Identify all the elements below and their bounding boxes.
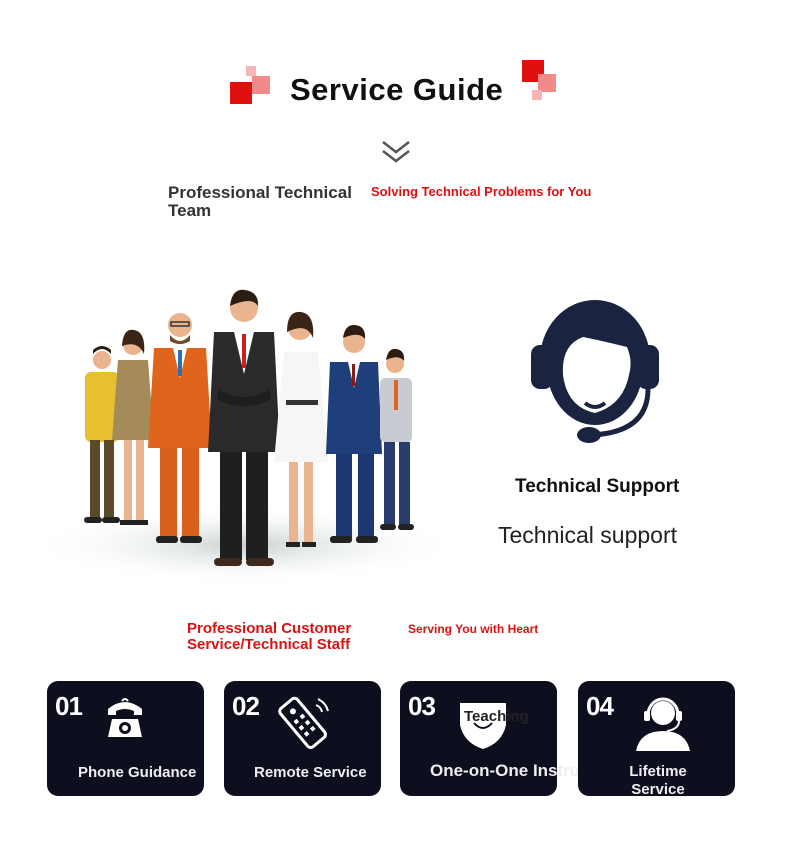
card-number: 04 — [586, 691, 614, 721]
card-overlay-label: Teaching — [464, 708, 529, 725]
remote-control-icon — [278, 696, 329, 749]
card-label: Lifetime Service — [629, 763, 687, 798]
telephone-icon — [108, 698, 142, 737]
header-decoration-left — [228, 64, 274, 106]
person-figure — [208, 289, 280, 566]
card-number: 01 — [55, 691, 83, 721]
card-number: 02 — [232, 691, 260, 721]
person-figure — [112, 329, 154, 525]
person-figure — [274, 311, 328, 547]
service-card-lifetime-service[interactable]: 04 Lifetime Service — [578, 681, 735, 798]
support-title: Technical Support — [515, 476, 680, 497]
person-figure — [148, 313, 212, 543]
team-tagline: Solving Technical Problems for You — [371, 184, 592, 199]
card-label: Remote Service — [254, 764, 367, 781]
team-heading: Professional Technical Team — [168, 183, 352, 220]
teaching-icon — [460, 703, 506, 749]
service-card-phone-guidance[interactable]: 01 Phone Guidance — [47, 681, 204, 796]
person-figure — [84, 346, 120, 523]
header-decoration-right — [518, 58, 564, 104]
service-card-remote-service[interactable]: 02 Remote Service — [224, 681, 381, 796]
headset-support-icon — [531, 300, 659, 443]
card-label: One-on-One Instruction — [430, 761, 621, 780]
support-subtitle: Technical support — [498, 522, 677, 548]
person-figure — [326, 324, 382, 543]
chevron-down-icon — [382, 141, 410, 163]
staff-heading: Professional Customer Service/Technical … — [187, 620, 352, 653]
card-number: 03 — [408, 691, 436, 721]
team-illustration — [30, 289, 460, 585]
staff-tagline: Serving You with Heart — [408, 622, 539, 636]
headset-agent-icon — [636, 697, 690, 751]
person-figure — [380, 348, 414, 530]
page-title: Service Guide — [290, 72, 504, 107]
card-label: Phone Guidance — [78, 764, 197, 781]
service-card-one-on-one[interactable]: 03 Teaching One-on-One Instruction — [400, 681, 621, 796]
